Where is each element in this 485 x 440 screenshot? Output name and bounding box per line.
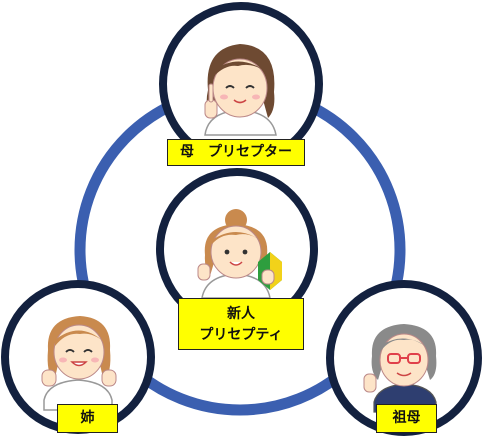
- node-mother: [159, 2, 323, 166]
- node-sister: [1, 280, 155, 434]
- label-new-preceptee: 新人 プリセプティ: [178, 298, 304, 350]
- nurse-cheering-icon: [41, 316, 117, 411]
- label-new-line2: プリセプティ: [199, 327, 283, 343]
- label-new-line1: 新人: [227, 306, 255, 322]
- nurse-glasses-waving-icon: [363, 324, 437, 413]
- label-grandmother: 祖母: [376, 404, 437, 433]
- label-sister: 姉: [57, 404, 118, 433]
- node-grandmother: [326, 280, 482, 436]
- nurse-beginner-mark-icon: [197, 209, 282, 299]
- label-mother-preceptor: 母 プリセプター: [167, 139, 305, 166]
- node-new-preceptee: [156, 168, 318, 330]
- nurse-pointing-icon: [204, 44, 277, 136]
